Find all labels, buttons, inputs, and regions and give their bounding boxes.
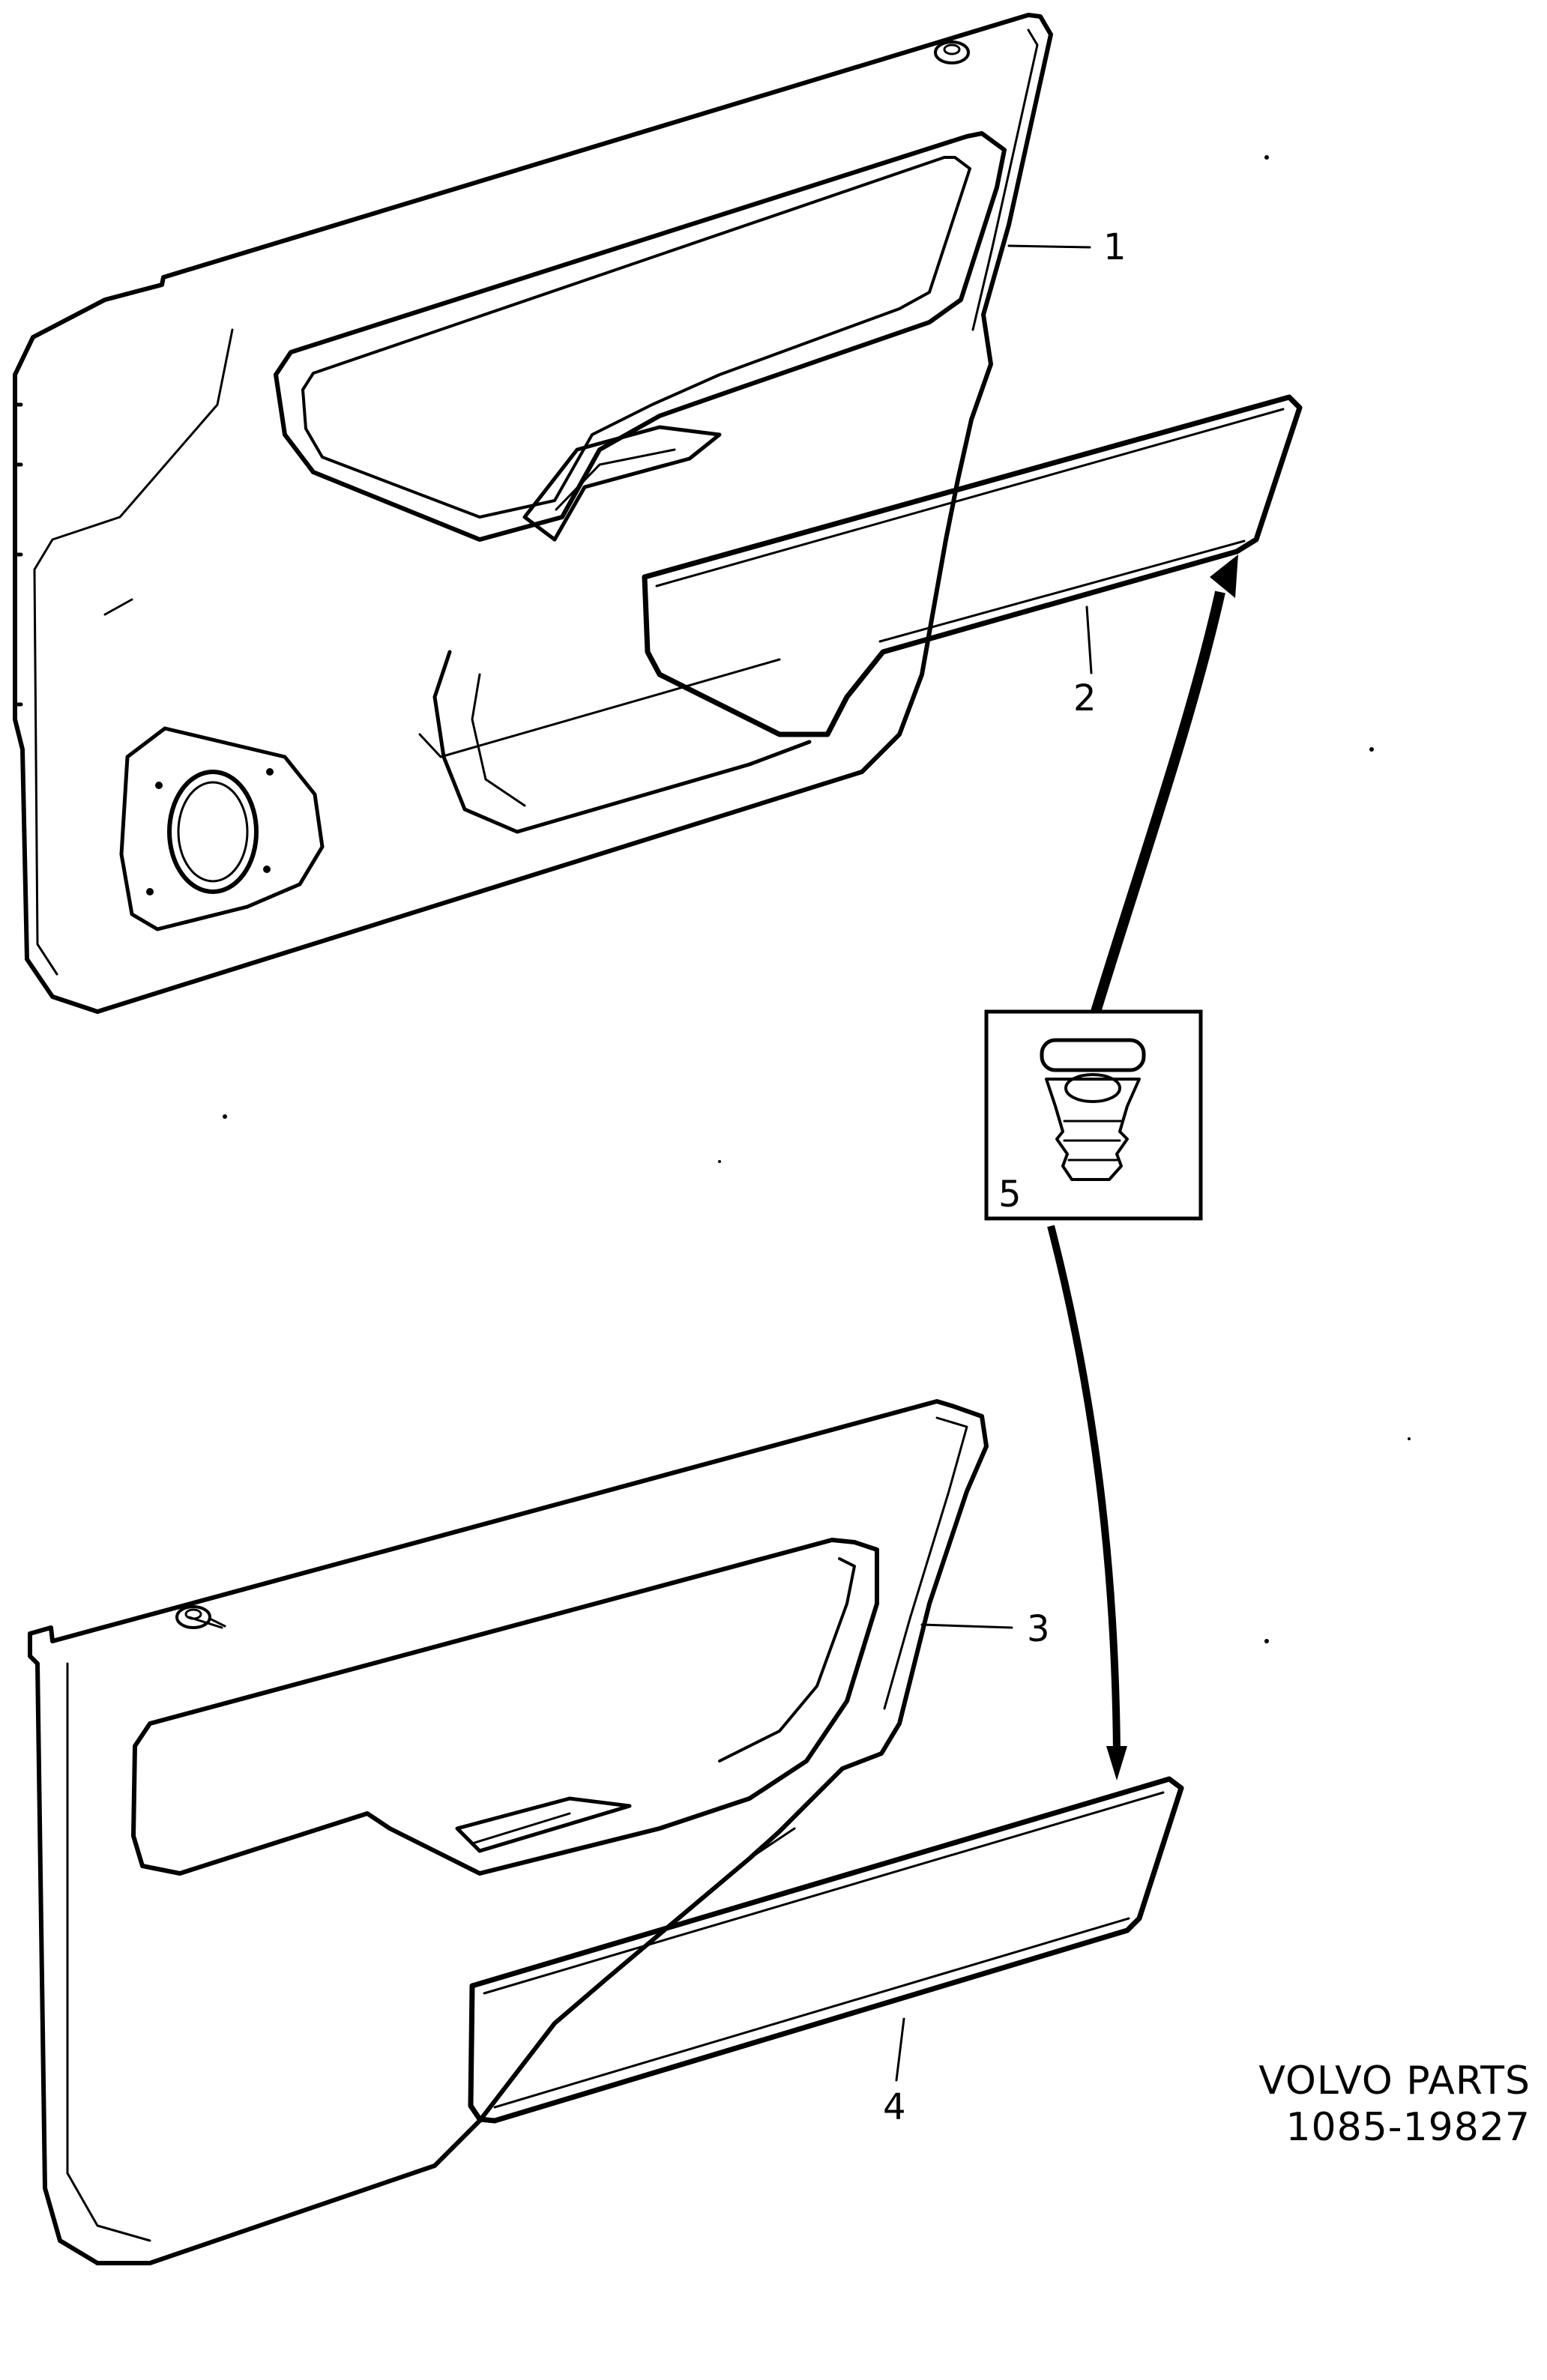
- callout-4: 4: [883, 2086, 906, 2128]
- print-specks: [223, 155, 1411, 1643]
- upper-arrow: [1091, 555, 1238, 1014]
- leader-1: [1007, 244, 1091, 249]
- callout-2: 2: [1073, 677, 1097, 719]
- rear-armrest-cover: [468, 1776, 1184, 2124]
- caption-code: 1085-19827: [1285, 2105, 1531, 2150]
- front-armrest-cover: [642, 394, 1303, 737]
- leader-4: [895, 2017, 905, 2082]
- callout-5: 5: [998, 1174, 1022, 1215]
- leader-3: [920, 1623, 1013, 1629]
- clip-detail: [984, 1009, 1203, 1221]
- front-door-panel: [13, 13, 1053, 1014]
- drawing-caption: VOLVO PARTS 1085-19827: [1216, 2058, 1531, 2151]
- callout-1: 1: [1103, 226, 1127, 268]
- lower-arrow: [1047, 1224, 1127, 1781]
- rear-door-panel: [28, 1399, 989, 2265]
- callout-3: 3: [1027, 1608, 1050, 1650]
- caption-brand: VOLVO PARTS: [1258, 2059, 1531, 2103]
- leader-2: [1085, 605, 1093, 674]
